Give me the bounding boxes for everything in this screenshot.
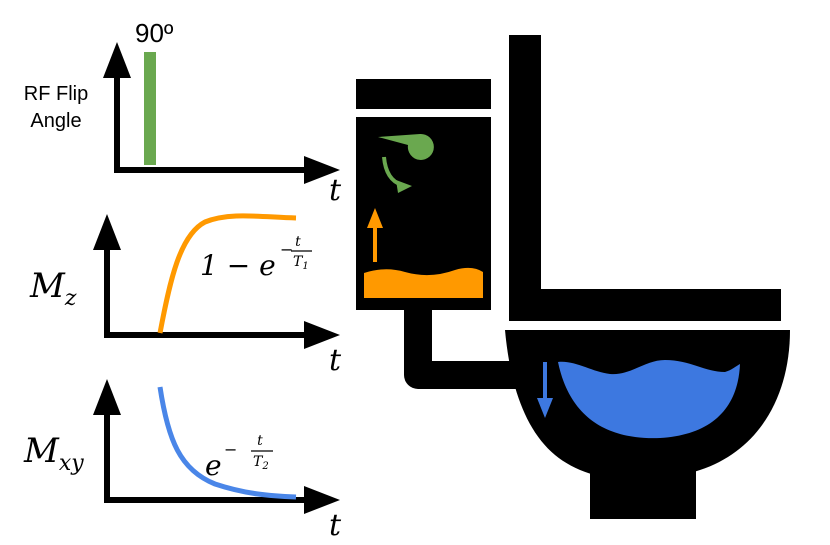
mz-formula-prefix: 1 − e <box>200 249 276 282</box>
mxy-formula-num: t <box>257 433 263 449</box>
mxy-ylabel: Mxy <box>23 431 84 476</box>
float-valve-arrowhead <box>396 180 412 193</box>
mxy-panel: Mxy e − t T2 t <box>23 379 342 543</box>
mz-panel: Mz 1 − e − t T1 t <box>29 213 342 378</box>
mz-formula-num: t <box>295 234 301 250</box>
mxy-x-arrowhead <box>304 486 340 514</box>
rf-pulse-bar <box>144 52 156 165</box>
mxy-formula: e − t T2 <box>205 433 273 482</box>
mz-formula-den: T1 <box>293 254 309 272</box>
mxy-formula-minus: − <box>224 440 237 459</box>
rf-ylabel-line1: RF Flip <box>24 83 88 105</box>
rf-panel: 90º RF Flip Angle t <box>24 18 342 208</box>
mz-formula-minus: − <box>280 240 293 259</box>
float-valve-icon <box>378 133 434 160</box>
mz-y-arrowhead <box>93 214 121 250</box>
mxy-formula-den: T2 <box>253 454 269 472</box>
tank-lid <box>356 79 491 109</box>
mz-recovery-curve <box>157 213 297 334</box>
rf-x-arrowhead <box>304 156 340 184</box>
toilet-seat <box>509 289 781 321</box>
mxy-formula-prefix: e <box>205 449 222 482</box>
bowl-drain-arrowhead <box>537 398 553 418</box>
rf-ylabel-line2: Angle <box>30 110 81 132</box>
mxy-y-arrowhead <box>93 379 121 415</box>
mz-x-arrowhead <box>304 321 340 349</box>
mz-formula: 1 − e − t T1 <box>200 234 312 282</box>
rf-pulse-label: 90º <box>135 18 174 48</box>
mxy-xlabel: t <box>329 508 342 543</box>
toilet-illustration <box>356 35 790 519</box>
tank-fill-arrowhead <box>367 208 383 228</box>
toilet-base <box>590 455 696 519</box>
mxy-decay-curve <box>157 386 297 500</box>
tank-water <box>364 267 483 298</box>
mz-xlabel: t <box>329 343 342 378</box>
toilet-back <box>509 35 541 317</box>
rf-xlabel: t <box>329 173 342 208</box>
bowl-water <box>558 360 740 439</box>
flush-pipe <box>404 310 520 389</box>
rf-y-arrowhead <box>103 42 131 78</box>
mz-ylabel: Mz <box>29 266 77 311</box>
